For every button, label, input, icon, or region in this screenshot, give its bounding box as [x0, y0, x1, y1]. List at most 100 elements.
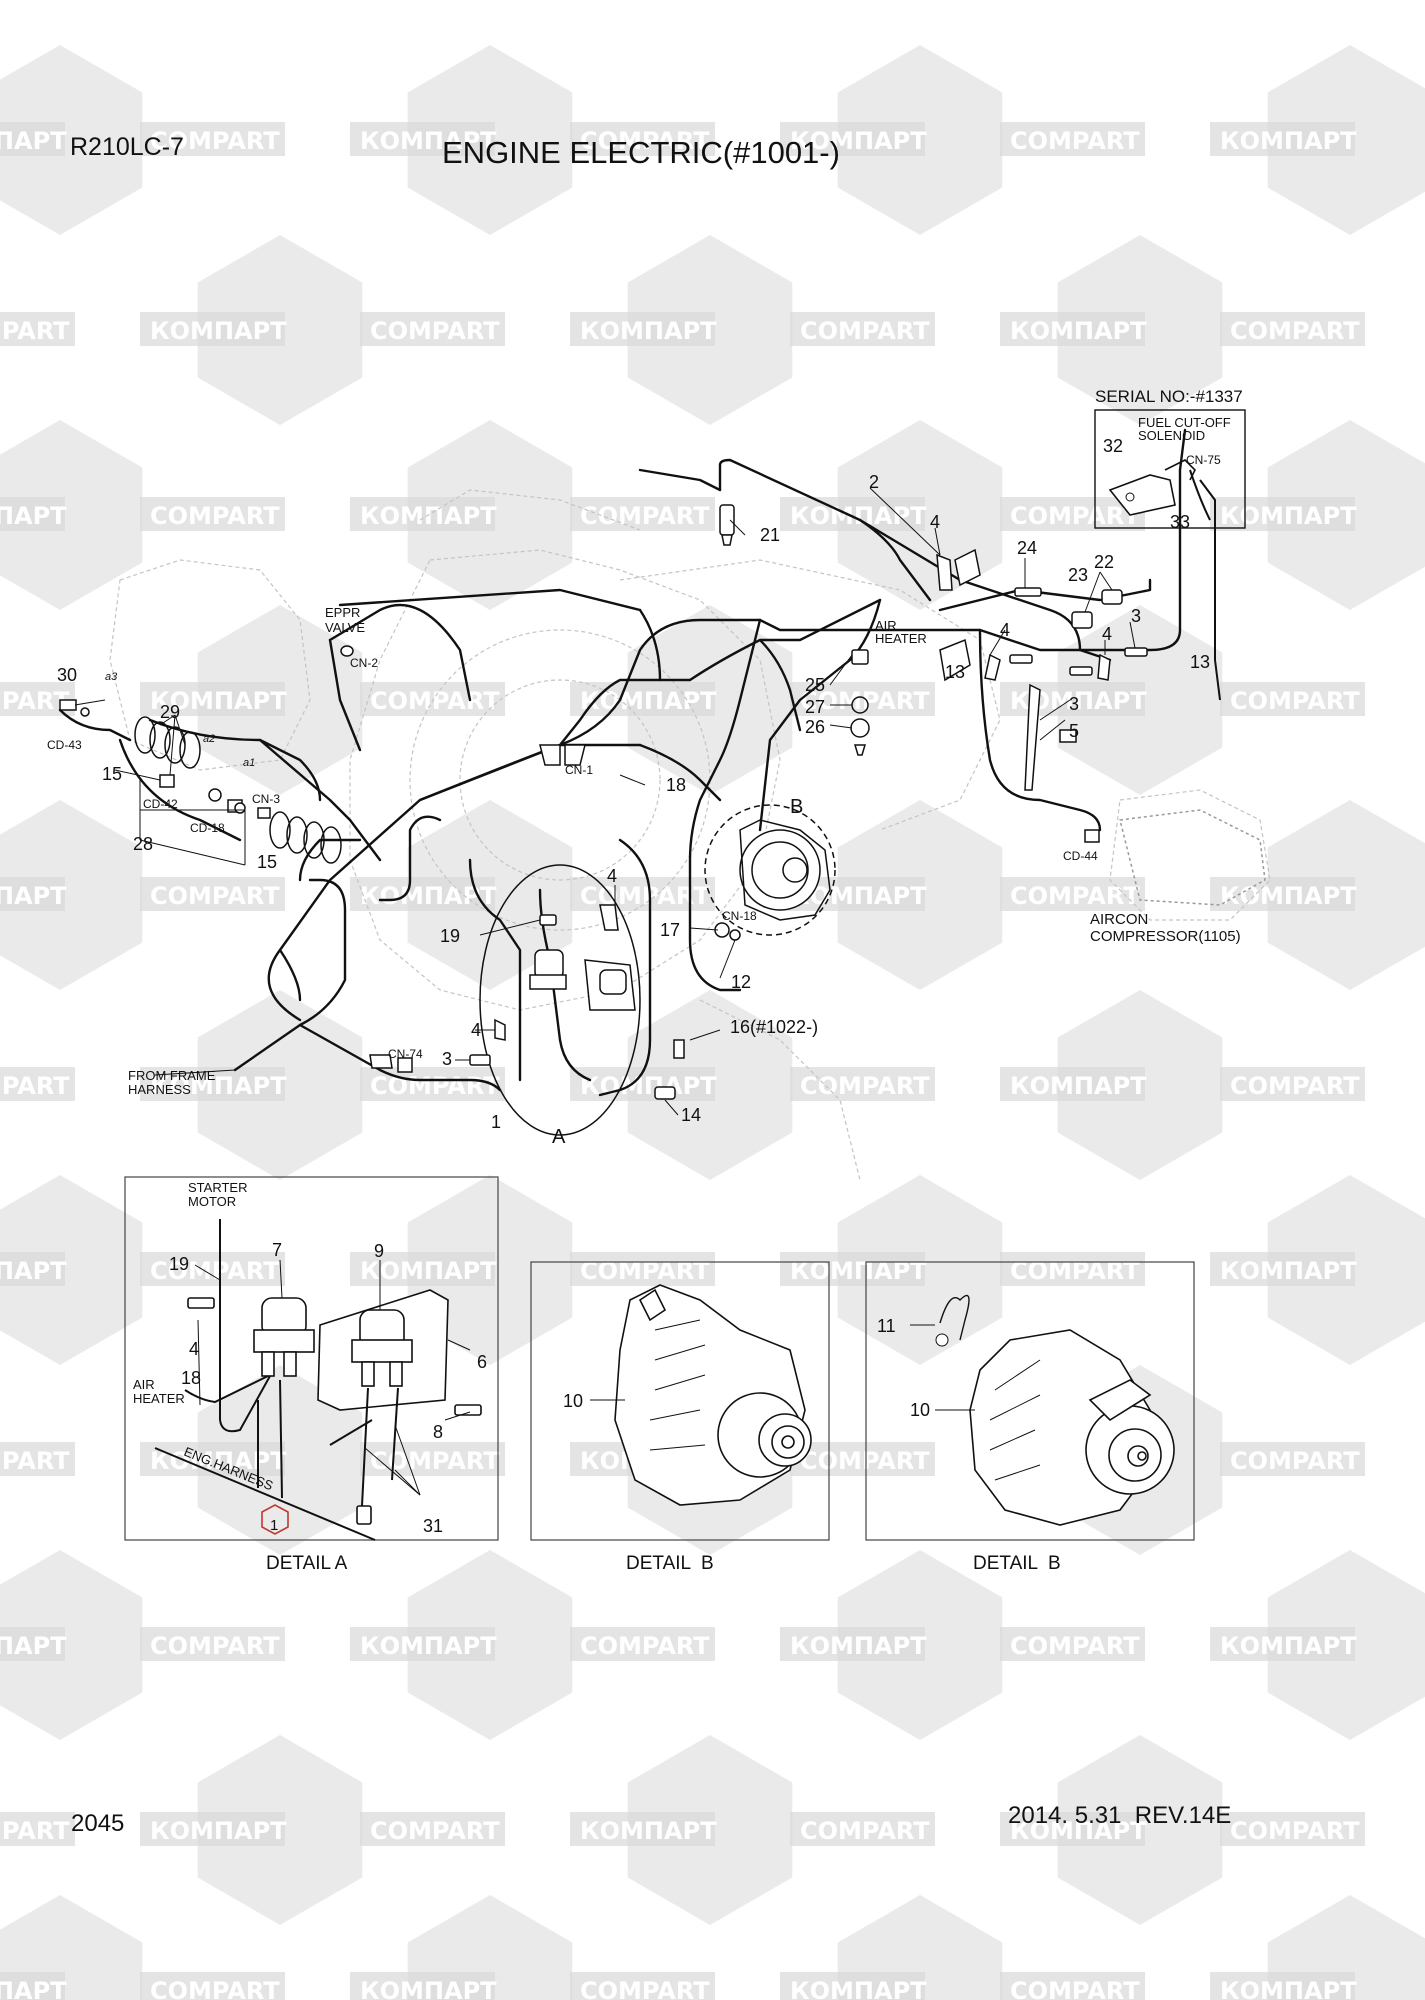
callout-4-a: 4	[930, 512, 940, 532]
watermark-band	[1210, 1972, 1355, 2000]
watermark-band	[140, 497, 285, 531]
watermark-band	[140, 1442, 285, 1476]
detail-b-right-callout-10: 10	[910, 1400, 930, 1420]
watermark-text: КОМПАРТ	[790, 1977, 927, 2000]
watermark-text: COMPART	[1010, 502, 1140, 530]
coil-group-29	[134, 716, 201, 769]
watermark-text: COMPART	[800, 1817, 930, 1845]
watermark-text: КОМПАРТ	[0, 1257, 67, 1285]
watermark-text: КОМПАРТ	[0, 502, 67, 530]
watermark-band	[140, 1067, 285, 1101]
watermark-text: КОМПАРТ	[150, 1817, 287, 1845]
watermark-band	[1220, 1812, 1365, 1846]
watermark-band	[350, 497, 495, 531]
ref-a2: a2	[203, 733, 215, 745]
watermark-band	[1000, 1067, 1145, 1101]
callout-3-c: 3	[442, 1049, 452, 1069]
page-title: ENGINE ELECTRIC(#1001-)	[442, 135, 840, 170]
callout-14: 14	[681, 1105, 701, 1125]
watermark-band	[1000, 1972, 1145, 2000]
watermark-text: COMPART	[580, 1977, 710, 2000]
watermark-text: КОМПАРТ	[0, 127, 67, 155]
watermark-text: COMPART	[0, 1072, 70, 1100]
detail-a-starter-1: STARTER	[188, 1180, 247, 1195]
watermark-text: КОМПАРТ	[1010, 1817, 1147, 1845]
watermark-text: COMPART	[1010, 127, 1140, 155]
ref-a1: a1	[243, 757, 255, 769]
watermark-band	[360, 1812, 505, 1846]
connector-cn75: CN-2	[350, 656, 378, 670]
callout-4-c: 4	[1102, 624, 1112, 644]
watermark-text: COMPART	[1230, 1817, 1360, 1845]
watermark-text: КОМПАРТ	[360, 882, 497, 910]
connector-cn74: CN-18	[722, 909, 757, 923]
detail-a-callout-6: 6	[477, 1352, 487, 1372]
watermark-text: COMPART	[370, 1072, 500, 1100]
watermark-hexagon	[0, 1550, 143, 1740]
watermark-text: КОМПАРТ	[1220, 1977, 1357, 2000]
watermark-text: COMPART	[1230, 317, 1360, 345]
watermark-band	[790, 1812, 935, 1846]
detail-a-callout-1: 1	[270, 1517, 278, 1534]
watermark-hexagon	[0, 420, 143, 610]
watermark-text: COMPART	[580, 1632, 710, 1660]
watermark-text: КОМПАРТ	[150, 1072, 287, 1100]
watermark-text: КОМПАРТ	[790, 1632, 927, 1660]
callout-33: 33	[1170, 512, 1190, 532]
detail-a-callout-9: 9	[374, 1241, 384, 1261]
watermark-band	[570, 1812, 715, 1846]
revision-label: 2014. 5.31 REV.14E	[1008, 1802, 1232, 1829]
alternator-main	[704, 804, 836, 936]
from-frame-label-1: FROM FRAME	[128, 1068, 216, 1083]
watermark-text: COMPART	[1010, 882, 1140, 910]
watermark-band	[1000, 1252, 1145, 1286]
callout-28: 28	[133, 834, 153, 854]
watermark-band	[0, 1252, 65, 1286]
serial-label: SERIAL NO:-#1337	[1095, 387, 1243, 406]
watermark-text: КОМПАРТ	[580, 1817, 717, 1845]
watermark-band	[140, 682, 285, 716]
watermark-text: КОМПАРТ	[360, 1257, 497, 1285]
detail-b-left-callout-10: 10	[563, 1391, 583, 1411]
watermark-band	[0, 1442, 75, 1476]
watermark-band	[350, 122, 495, 156]
callout-3-a: 3	[1131, 606, 1141, 626]
watermark-text: COMPART	[800, 317, 930, 345]
callout-5: 5	[1069, 721, 1079, 741]
watermark-band	[570, 1627, 715, 1661]
serial-wiring	[1199, 479, 1221, 701]
watermark-text: COMPART	[370, 1817, 500, 1845]
callout-4-b: 4	[1000, 620, 1010, 640]
air-heater-label-2: HEATER	[875, 631, 927, 646]
watermark-band	[140, 1972, 285, 2000]
watermark-band	[570, 122, 715, 156]
detail-a-callout-4: 4	[189, 1339, 199, 1359]
from-frame-label-2: HARNESS	[128, 1082, 191, 1097]
detail-a-callout-8: 8	[433, 1422, 443, 1442]
callout-26: 26	[805, 717, 825, 737]
watermark-layer: КОМПАРТ COMPART КОМПАРТ COMPART КОМПАРТ COMPA…	[0, 45, 1425, 2000]
watermark-band	[1000, 312, 1145, 346]
aircon-label-1: AIRCON	[1090, 911, 1148, 928]
watermark-band	[350, 877, 495, 911]
watermark-band	[570, 312, 715, 346]
watermark-text: КОМПАРТ	[1220, 1632, 1357, 1660]
watermark-text: COMPART	[150, 1632, 280, 1660]
callout-17: 17	[660, 920, 680, 940]
connector-cd44: CD-43	[47, 738, 82, 752]
watermark-text: КОМПАРТ	[790, 127, 927, 155]
leader-lines	[74, 487, 1136, 1116]
callout-3-b: 3	[1069, 694, 1079, 714]
watermark-hexagon	[0, 45, 143, 235]
air-heater-label-1: AIR	[875, 618, 897, 633]
connector-cn3: CN-74	[388, 1047, 423, 1061]
text-layer: SERIAL NO:-#1337 FUEL CUT-OFF SOLENOID 3…	[47, 387, 1243, 1574]
callout-32: 32	[1103, 436, 1123, 456]
watermark-text: COMPART	[800, 1072, 930, 1100]
aircon-label-2: COMPRESSOR(1105)	[1090, 928, 1241, 945]
watermark-text: КОМПАРТ	[360, 502, 497, 530]
watermark-band	[1000, 122, 1145, 156]
watermark-text: COMPART	[150, 1977, 280, 2000]
watermark-band	[1000, 1812, 1145, 1846]
